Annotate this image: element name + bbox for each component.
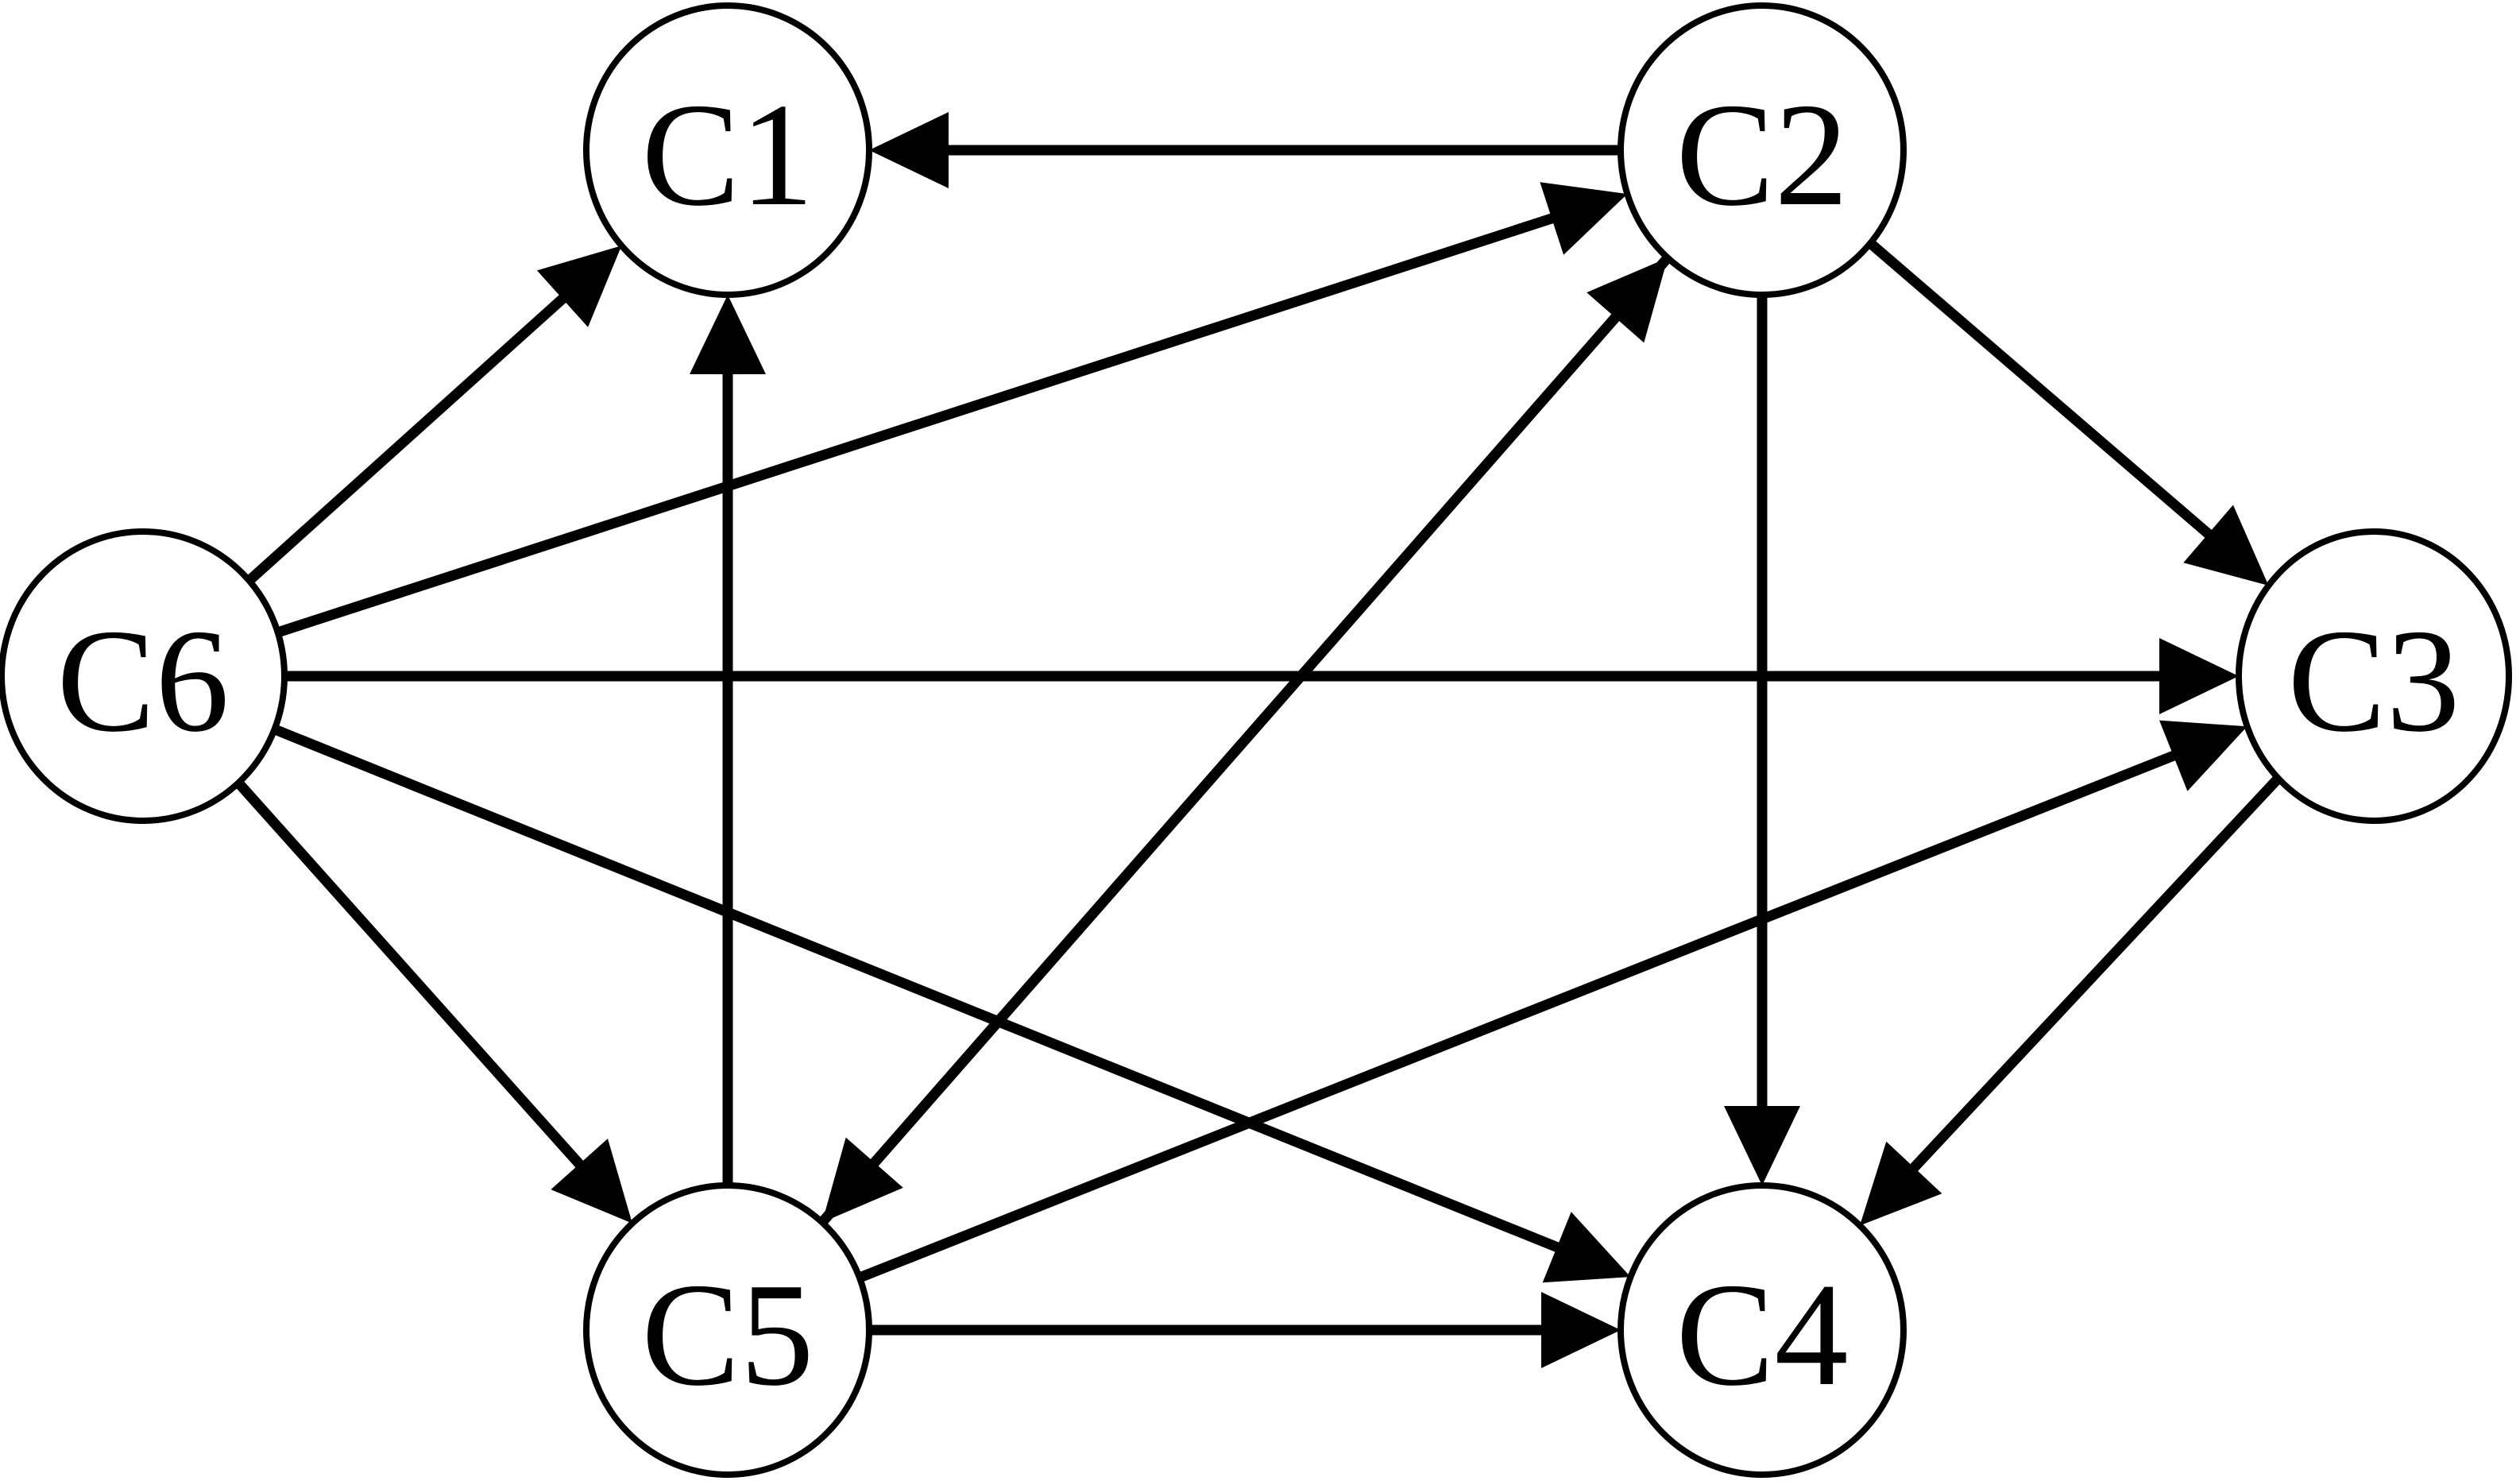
arrowhead-icon xyxy=(551,1139,632,1224)
node-C5: C5 xyxy=(583,1182,872,1478)
arrowhead-icon xyxy=(1540,182,1628,255)
node-C3-circle xyxy=(2236,528,2512,824)
edge-C6-to-C1 xyxy=(244,246,622,586)
edges-layer xyxy=(233,112,2284,1368)
arrowhead-icon xyxy=(690,295,766,374)
arrowhead-icon xyxy=(2183,505,2269,586)
node-C1-circle xyxy=(583,2,872,298)
edge-C2-to-C1 xyxy=(869,112,1626,188)
arrowhead-icon xyxy=(869,112,949,188)
edge-line xyxy=(233,777,588,1174)
node-C3-label: C3 xyxy=(2287,599,2460,763)
node-C2-circle xyxy=(1618,2,1907,298)
node-C5-circle xyxy=(583,1182,872,1478)
node-C6-circle xyxy=(0,528,288,824)
arrowhead-icon xyxy=(2159,638,2239,714)
node-C4-circle xyxy=(1618,1182,1907,1478)
edge-C5-to-C4 xyxy=(864,1292,1621,1368)
edge-C6-to-C4 xyxy=(269,724,1631,1283)
node-C5-label: C5 xyxy=(641,1253,814,1417)
node-C6: C6 xyxy=(0,528,288,824)
edge-C5-to-C1 xyxy=(690,295,766,1191)
edge-line xyxy=(1905,773,2284,1177)
node-C4-label: C4 xyxy=(1675,1253,1848,1417)
edge-line xyxy=(244,290,571,586)
arrowhead-icon xyxy=(821,1137,903,1223)
node-C2-label: C2 xyxy=(1675,73,1848,237)
node-C4: C4 xyxy=(1618,1182,1907,1478)
edge-line xyxy=(866,253,1673,1172)
edge-C2-to-C3 xyxy=(1865,238,2269,586)
node-C6-label: C6 xyxy=(56,599,229,763)
arrowhead-icon xyxy=(1541,1292,1621,1368)
node-C1-label: C1 xyxy=(641,73,814,237)
node-C1: C1 xyxy=(583,2,872,298)
arrowhead-icon xyxy=(1860,1141,1942,1226)
edge-C2-to-C4 xyxy=(1724,289,1800,1185)
node-C3: C3 xyxy=(2236,528,2512,824)
edge-line xyxy=(272,211,1562,638)
arrowhead-icon xyxy=(2159,720,2248,791)
edge-C5-to-C3 xyxy=(854,720,2248,1283)
edge-line xyxy=(854,748,2183,1283)
edge-line xyxy=(1865,238,2217,543)
arrowhead-icon xyxy=(1724,1106,1800,1185)
arrowhead-icon xyxy=(536,246,622,327)
edge-line xyxy=(269,724,1567,1255)
edge-C2-to-C5 xyxy=(821,253,1673,1223)
edge-C6-to-C5 xyxy=(233,777,632,1224)
edge-C3-to-C4 xyxy=(1860,773,2284,1226)
node-C2: C2 xyxy=(1618,2,1907,298)
edge-C6-to-C3 xyxy=(279,638,2239,714)
edge-C6-to-C2 xyxy=(272,182,1628,638)
arrowhead-icon xyxy=(1542,1212,1631,1283)
